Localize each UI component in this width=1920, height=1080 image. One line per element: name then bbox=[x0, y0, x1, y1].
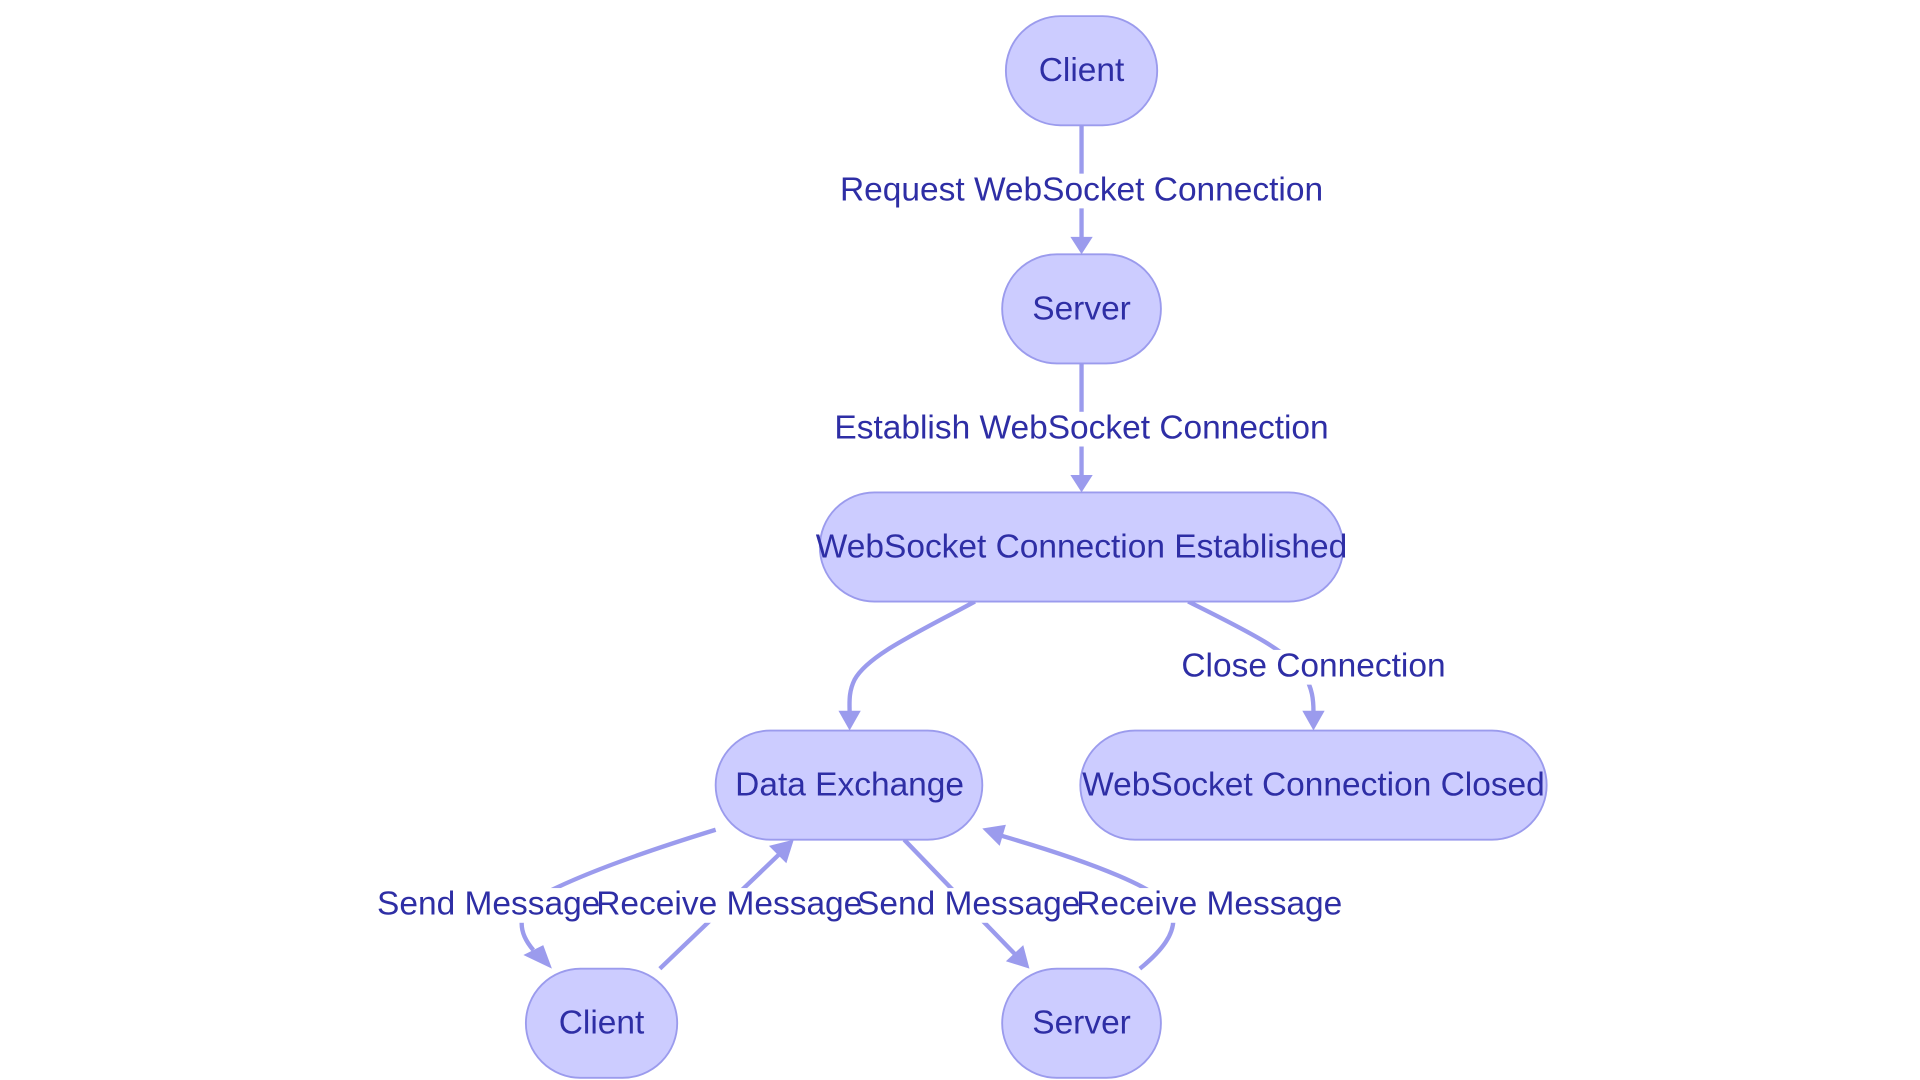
edge-label-request-text: Request WebSocket Connection bbox=[840, 171, 1323, 208]
edge-label-client-send: Send Message bbox=[377, 886, 600, 923]
edge-label-server-receive: Receive Message bbox=[1076, 886, 1342, 923]
node-server-bottom-label: Server bbox=[1032, 1005, 1131, 1042]
node-client-bottom: Client bbox=[524, 967, 679, 1079]
edge-to-exchange bbox=[838, 599, 976, 731]
node-server-top-label: Server bbox=[1032, 290, 1131, 327]
edge-label-close: Close Connection bbox=[1181, 648, 1446, 685]
edge-label-client-receive-text: Receive Message bbox=[596, 886, 862, 923]
node-server-bottom: Server bbox=[1001, 967, 1162, 1079]
node-client-bottom-label: Client bbox=[559, 1005, 645, 1042]
edge-label-request: Request WebSocket Connection bbox=[840, 171, 1323, 209]
edge-label-close-text: Close Connection bbox=[1181, 648, 1445, 685]
edge-label-establish-text: Establish WebSocket Connection bbox=[834, 409, 1328, 446]
node-data-exchange-label: Data Exchange bbox=[735, 767, 964, 804]
node-client-top-label: Client bbox=[1039, 52, 1125, 89]
edge-label-client-receive: Receive Message bbox=[596, 886, 862, 923]
node-connection-established: WebSocket Connection Established bbox=[816, 491, 1347, 603]
edge-label-server-send-text: Send Message bbox=[857, 886, 1080, 923]
node-data-exchange: Data Exchange bbox=[714, 729, 984, 841]
edge-label-server-receive-text: Receive Message bbox=[1076, 886, 1342, 923]
node-server-top: Server bbox=[1001, 253, 1162, 365]
edge-label-establish: Establish WebSocket Connection bbox=[834, 409, 1329, 447]
node-client-top: Client bbox=[1004, 15, 1159, 127]
node-connection-established-label: WebSocket Connection Established bbox=[816, 528, 1347, 565]
edge-label-client-send-text: Send Message bbox=[377, 886, 600, 923]
node-connection-closed: WebSocket Connection Closed bbox=[1079, 729, 1548, 841]
node-connection-closed-label: WebSocket Connection Closed bbox=[1082, 767, 1545, 804]
edge-label-server-send: Send Message bbox=[857, 886, 1080, 923]
